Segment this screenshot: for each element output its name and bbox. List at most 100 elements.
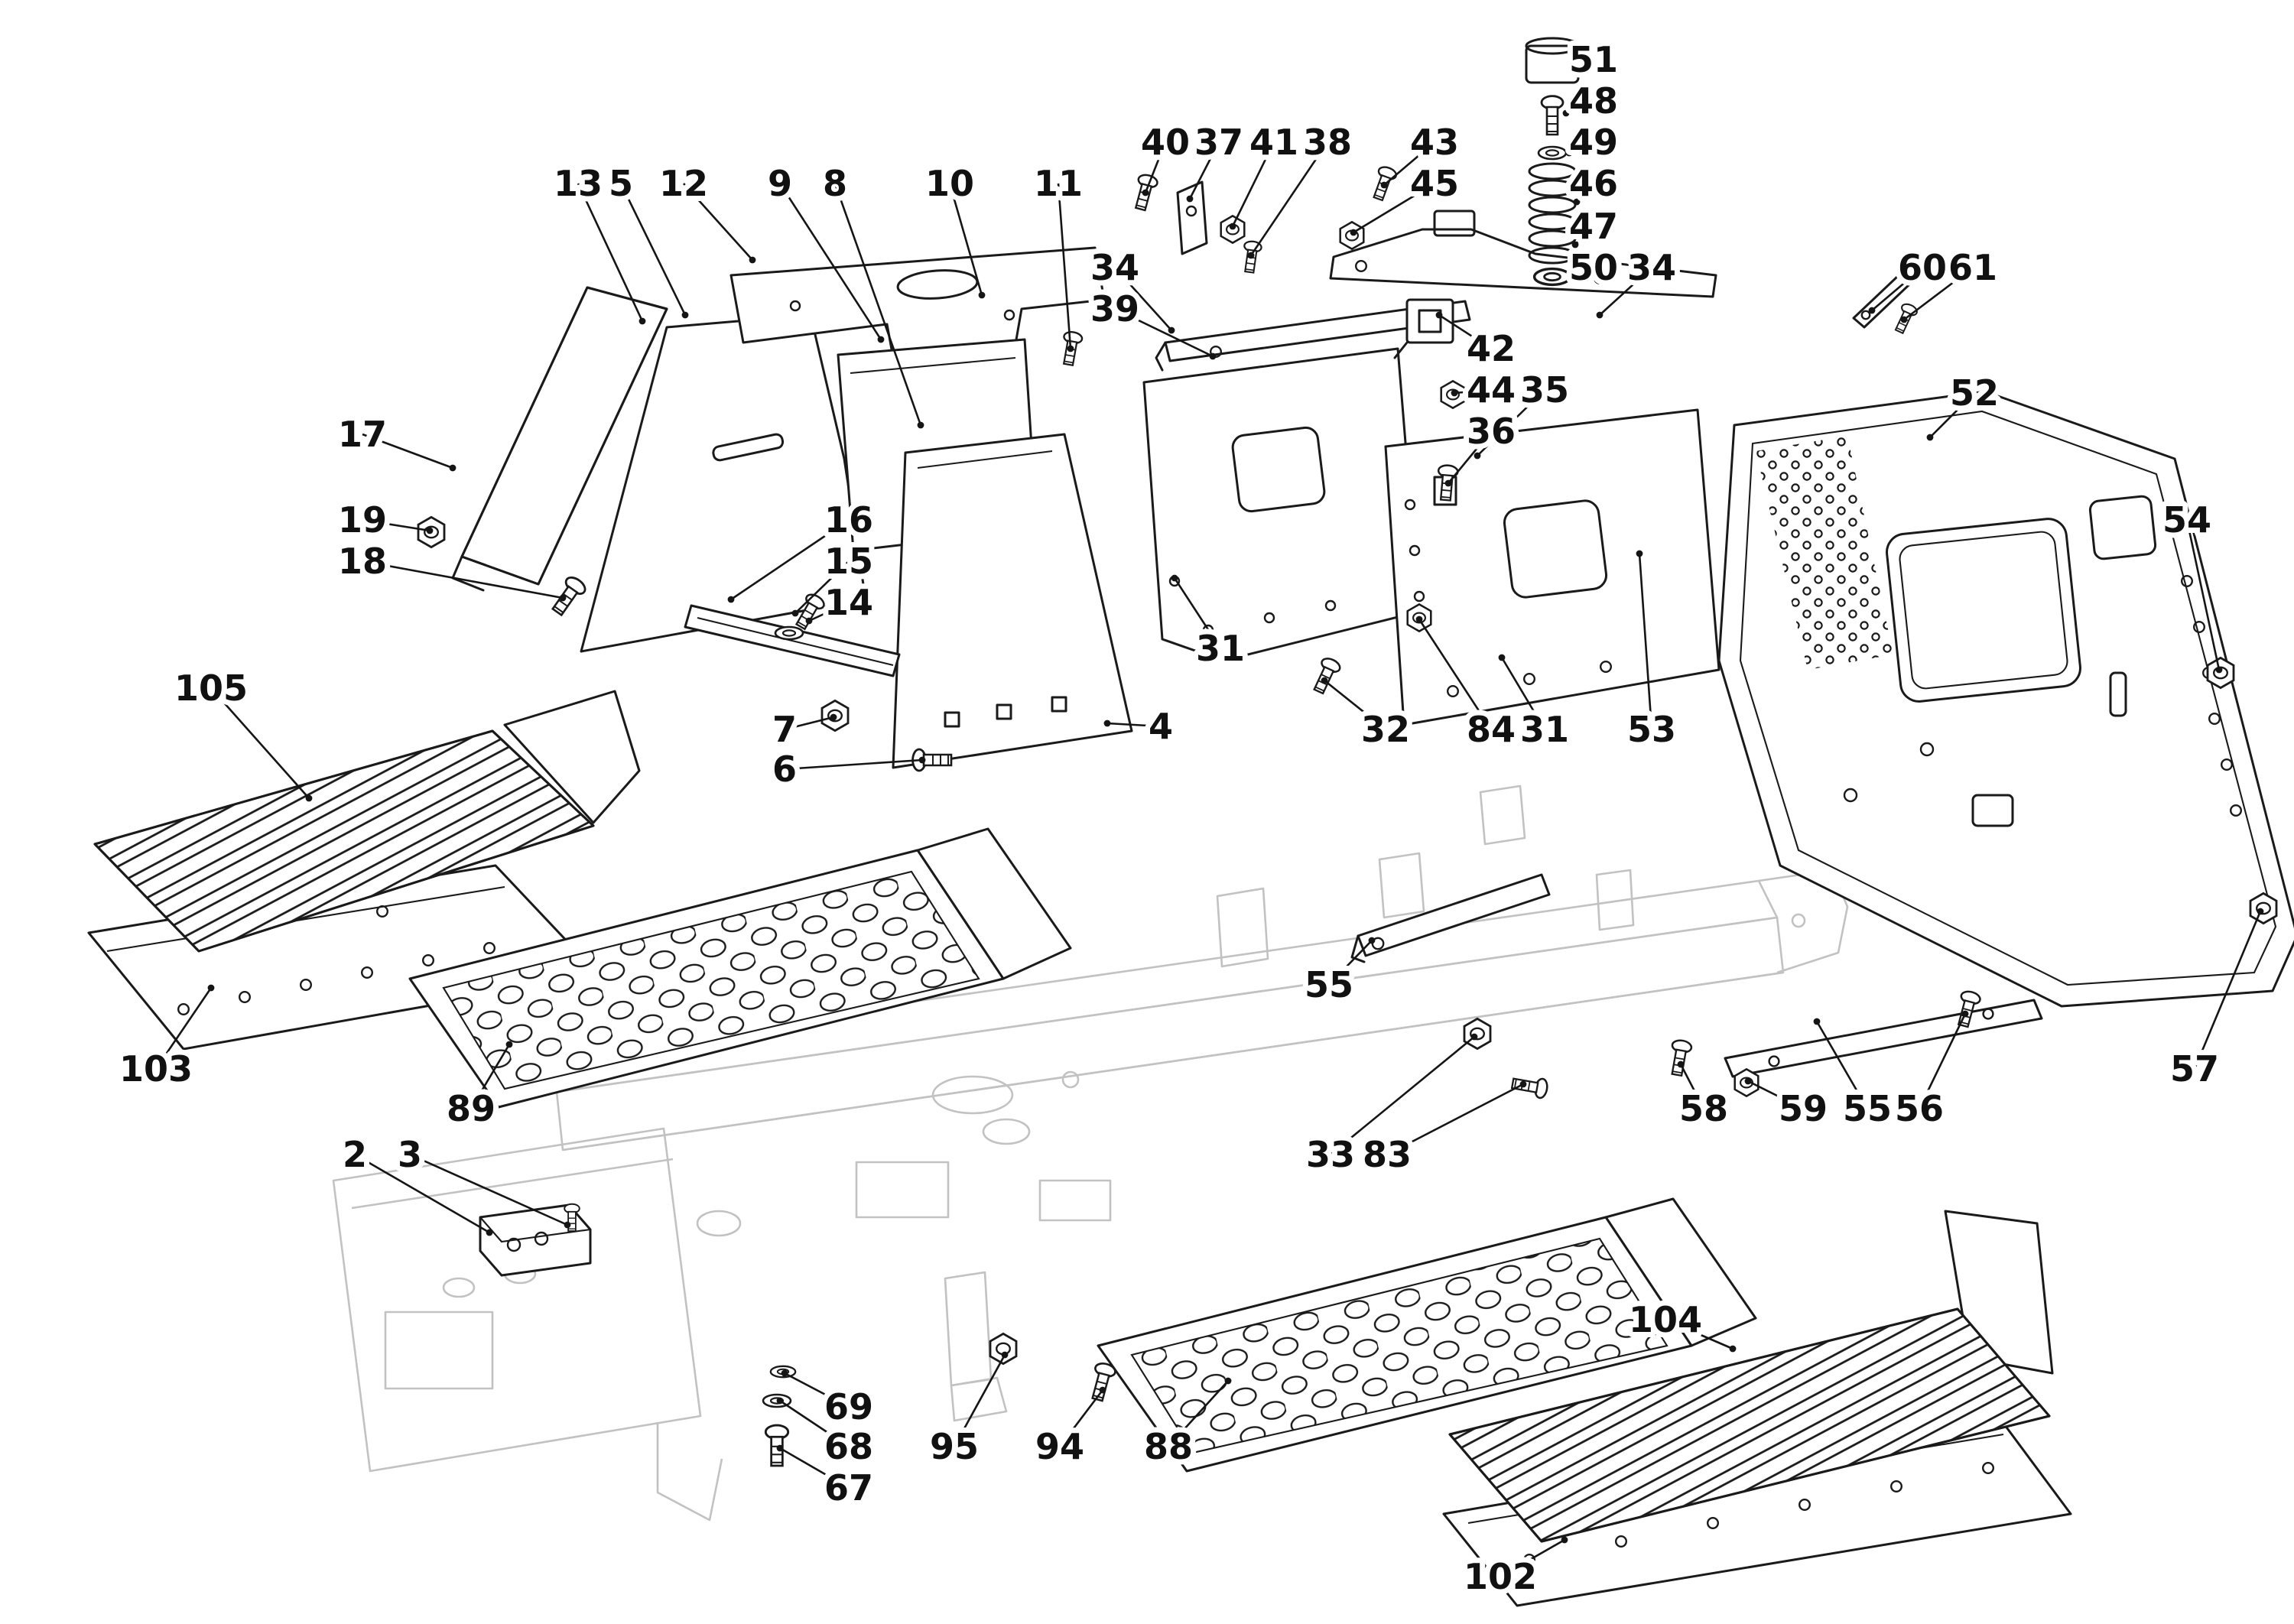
part-number-label: 31 [1520, 709, 1569, 750]
callout-104: 104 [1623, 1294, 1737, 1353]
callout-50: 50 [1564, 242, 1623, 294]
callout-54: 54 [2157, 494, 2223, 674]
callout-45: 45 [1350, 158, 1464, 236]
callout-95: 95 [924, 1351, 1009, 1473]
part-number-label: 43 [1410, 122, 1459, 163]
part-number-label: 12 [659, 163, 708, 204]
part-number-label: 15 [824, 541, 873, 582]
callout-53: 53 [1622, 550, 1682, 755]
part-number-label: 16 [824, 499, 873, 541]
callout-31: 31 [1498, 654, 1574, 755]
part-number-label: 47 [1569, 206, 1618, 247]
callout-34: 34 [1085, 242, 1175, 334]
callout-43: 43 [1380, 116, 1464, 189]
part-number-label: 52 [1950, 372, 1999, 414]
callout-10: 10 [920, 158, 986, 299]
part-number-label: 11 [1034, 163, 1083, 204]
callout-2: 2 [337, 1129, 493, 1236]
part-number-label: 2 [343, 1134, 367, 1175]
footrest-mat-105 [93, 690, 641, 953]
callout-9: 9 [762, 158, 885, 343]
callout-57: 57 [2165, 908, 2264, 1095]
callout-58: 58 [1674, 1060, 1733, 1135]
part-number-label: 38 [1303, 122, 1352, 163]
nut-54 [2206, 657, 2235, 689]
callout-8: 8 [817, 158, 924, 429]
part-number-label: 37 [1194, 122, 1243, 163]
callout-59: 59 [1744, 1077, 1833, 1135]
callout-5: 5 [603, 158, 689, 319]
part-number-label: 89 [447, 1088, 496, 1129]
part-number-label: 19 [338, 499, 387, 541]
callout-88: 88 [1139, 1377, 1232, 1473]
part-number-label: 10 [925, 163, 974, 204]
callout-41: 41 [1229, 116, 1304, 230]
part-number-label: 103 [119, 1048, 193, 1090]
callout-35: 35 [1474, 364, 1574, 460]
part-number-label: 3 [398, 1134, 422, 1175]
part-number-label: 59 [1779, 1088, 1828, 1129]
bolt-58 [1666, 1038, 1694, 1078]
part-number-label: 54 [2162, 499, 2211, 541]
callout-15: 15 [791, 535, 879, 617]
part-number-label: 18 [338, 541, 387, 582]
part-number-label: 36 [1467, 411, 1516, 452]
spring-assembly [1525, 37, 1580, 287]
part-number-label: 60 [1898, 247, 1947, 288]
square-bracket-42 [1393, 298, 1454, 359]
part-number-label: 67 [824, 1467, 873, 1509]
callout-83: 83 [1357, 1080, 1527, 1181]
part-number-label: 45 [1410, 163, 1459, 204]
callout-18: 18 [333, 535, 567, 602]
callout-103: 103 [114, 984, 215, 1095]
part-number-label: 32 [1361, 709, 1410, 750]
callout-55: 55 [1299, 937, 1376, 1011]
callout-19: 19 [333, 494, 434, 546]
rear-plate-52 [1717, 390, 2294, 1008]
part-number-label: 95 [930, 1426, 979, 1467]
part-number-label: 94 [1035, 1426, 1084, 1467]
part-number-label: 83 [1363, 1134, 1412, 1175]
support-bracket-55-lower [1724, 999, 2043, 1078]
callout-52: 52 [1926, 367, 2004, 441]
callout-11: 11 [1028, 158, 1088, 352]
side-panel-31-left [1142, 347, 1421, 662]
cap-51 [1525, 44, 1580, 84]
part-number-label: 102 [1464, 1556, 1537, 1597]
part-number-label: 42 [1467, 328, 1516, 369]
callout-36: 36 [1444, 405, 1521, 487]
support-rail-14 [684, 604, 901, 677]
strap-bracket-37 [1176, 180, 1208, 255]
callout-46: 46 [1564, 158, 1623, 209]
callout-4: 4 [1103, 700, 1178, 752]
part-number-label: 50 [1569, 247, 1618, 288]
callout-44: 44 [1451, 364, 1521, 416]
callout-48: 48 [1562, 75, 1623, 127]
part-number-label: 35 [1520, 369, 1569, 411]
callout-105: 105 [169, 662, 313, 802]
part-number-label: 58 [1679, 1088, 1728, 1129]
callout-47: 47 [1564, 200, 1623, 252]
spring-46 [1528, 162, 1577, 265]
footrest-plate-89 [408, 827, 1072, 1109]
part-number-label: 51 [1569, 39, 1618, 80]
bolt-94 [1086, 1360, 1118, 1404]
callout-16: 16 [727, 494, 879, 603]
callout-31: 31 [1171, 574, 1250, 674]
callout-89: 89 [441, 1041, 513, 1135]
callout-32: 32 [1321, 677, 1415, 755]
part-number-label: 33 [1306, 1134, 1355, 1175]
callout-84: 84 [1415, 615, 1521, 755]
part-number-label: 9 [768, 163, 792, 204]
callout-67: 67 [776, 1444, 879, 1514]
part-number-label: 41 [1249, 122, 1298, 163]
footrest-plate-88 [1097, 1197, 1757, 1473]
part-number-label: 7 [772, 709, 797, 750]
callout-40: 40 [1136, 116, 1195, 197]
part-number-label: 34 [1627, 247, 1676, 288]
part-number-label: 46 [1569, 163, 1618, 204]
part-number-label: 31 [1196, 628, 1245, 669]
